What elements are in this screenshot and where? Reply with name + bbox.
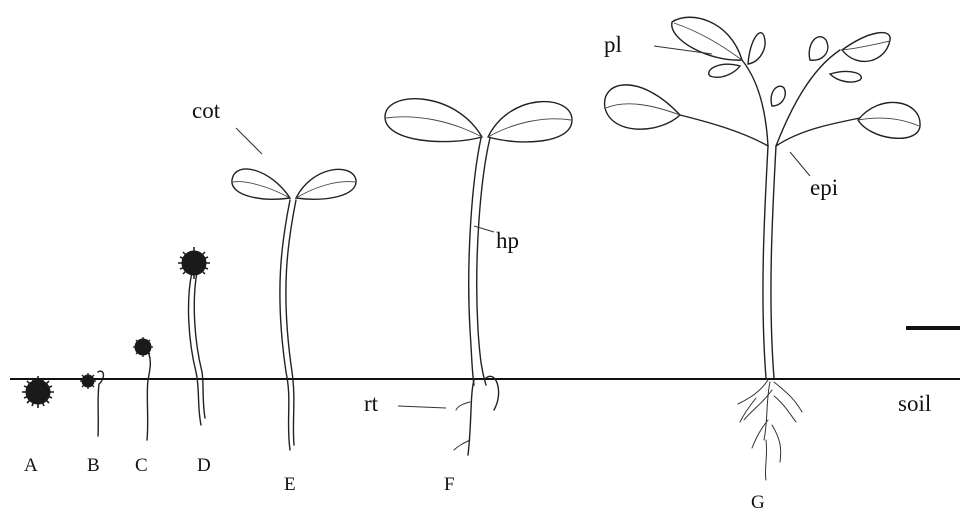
seedling-stage-c: [133, 337, 153, 441]
seedling-stage-a: [22, 376, 54, 408]
seedling-stage-e: [231, 168, 357, 451]
label-pl: pl: [604, 32, 622, 57]
hp-pointer: [473, 225, 495, 233]
stage-label-d: D: [197, 455, 211, 476]
label-hp: hp: [496, 228, 519, 253]
stage-label-b: B: [87, 455, 100, 476]
pl-pointer: [653, 45, 713, 55]
seedling-stage-f: [384, 98, 573, 456]
label-soil: soil: [898, 391, 931, 416]
stage-label-g: G: [751, 492, 765, 511]
stage-label-f: F: [444, 474, 455, 495]
stage-label-c: C: [135, 455, 148, 476]
rt-pointer: [397, 405, 447, 409]
cot-pointer: [235, 127, 263, 155]
seedling-stage-b: [80, 370, 105, 437]
label-rt: rt: [364, 391, 379, 416]
stage-label-a: A: [24, 455, 38, 476]
stage-label-e: E: [284, 474, 296, 495]
seedling-stage-d: [178, 247, 210, 426]
epi-pointer: [789, 151, 811, 177]
seedling-stage-g: [603, 16, 921, 481]
label-cot: cot: [192, 98, 221, 123]
label-epi: epi: [810, 175, 838, 200]
